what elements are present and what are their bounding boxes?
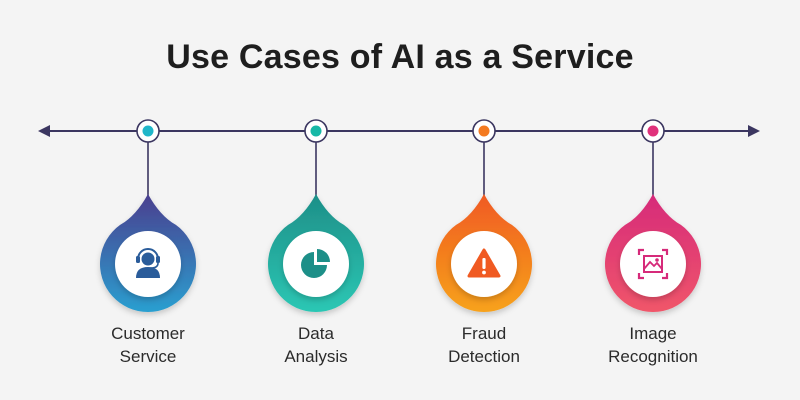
warning-icon: [467, 248, 501, 278]
timeline-node: [436, 119, 533, 313]
timeline-node: [100, 119, 197, 313]
headset-user-icon: [136, 248, 160, 278]
image-scan-icon: [637, 248, 669, 280]
pie-chart-icon: [301, 249, 330, 278]
timeline-dot: [142, 125, 154, 137]
timeline-axis: [38, 125, 760, 137]
timeline-node: [268, 119, 364, 313]
page-title: Use Cases of AI as a Service: [166, 38, 634, 76]
timeline-dot: [478, 125, 490, 137]
timeline-dot: [310, 125, 322, 137]
timeline-node: [605, 119, 701, 312]
arrow-left-icon: [38, 125, 50, 137]
icon-badge: [283, 231, 349, 297]
timeline-dot: [647, 125, 659, 137]
arrow-right-icon: [748, 125, 760, 137]
